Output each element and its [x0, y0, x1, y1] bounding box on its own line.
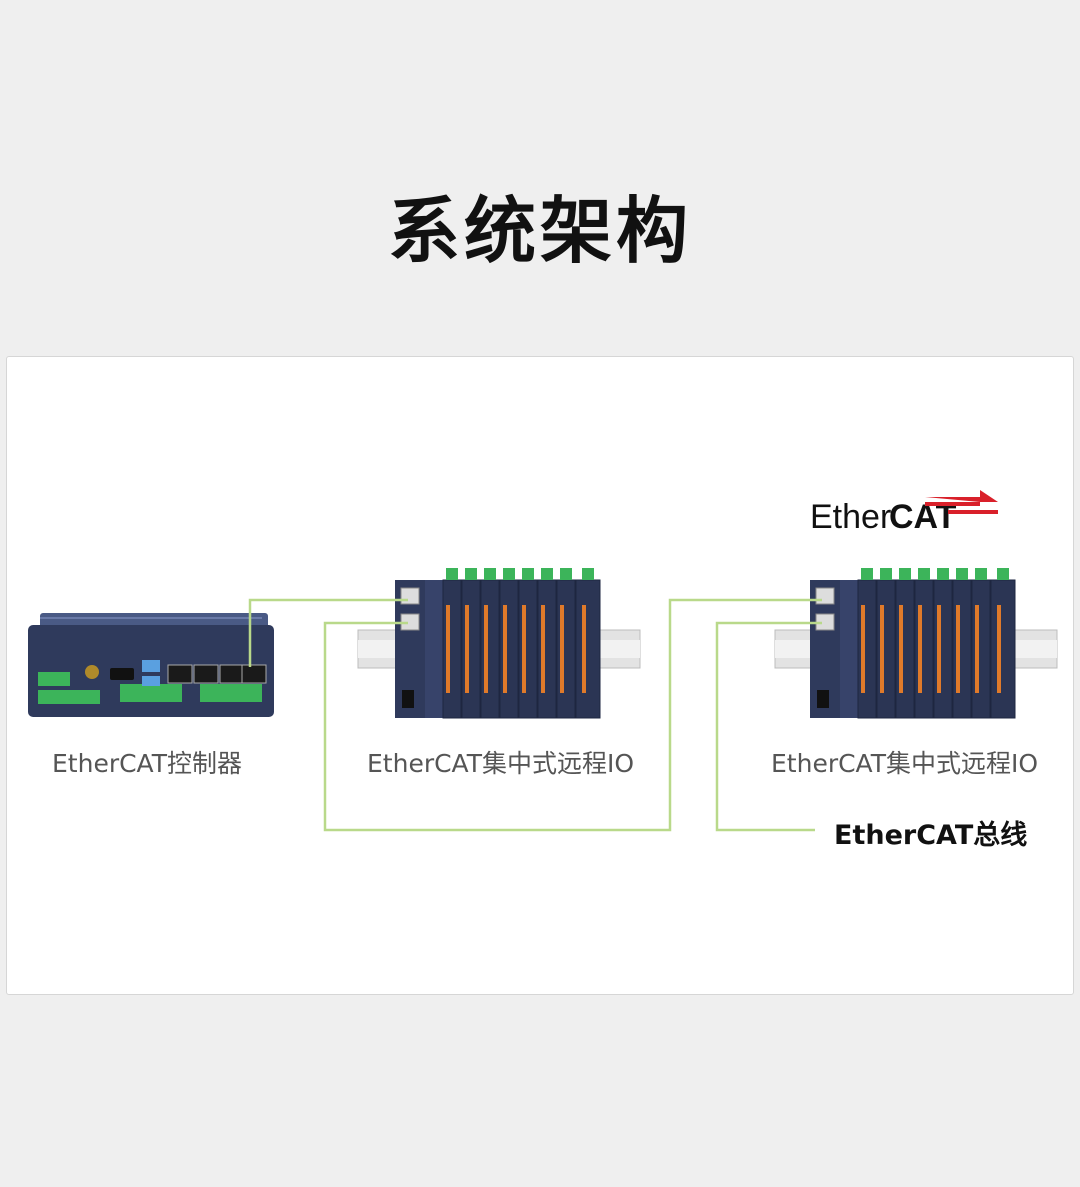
- cable-controller-to-io1: [248, 598, 408, 667]
- ethercat-logo: Ether CAT: [810, 490, 998, 536]
- bus-label: EtherCAT总线: [834, 820, 1028, 851]
- remote-io-device-2: [810, 568, 1016, 719]
- io-modules-2: [857, 568, 1016, 719]
- page-title: 系统架构: [387, 189, 692, 273]
- logo-text-ether: Ether: [810, 498, 891, 536]
- cable-io1-to-io2: [323, 598, 822, 832]
- ethercat-controller-device: [28, 613, 274, 717]
- logo-arrows-icon: [925, 490, 998, 514]
- io-modules-1: [442, 568, 601, 719]
- remote-io-label-2: EtherCAT集中式远程IO: [771, 749, 1039, 778]
- remote-io-device-1: [395, 568, 601, 719]
- cable-io2-to-bus: [715, 621, 822, 832]
- controller-label: EtherCAT控制器: [52, 749, 242, 778]
- ethercat-bus-cables: [248, 598, 822, 832]
- remote-io-label-1: EtherCAT集中式远程IO: [367, 749, 635, 778]
